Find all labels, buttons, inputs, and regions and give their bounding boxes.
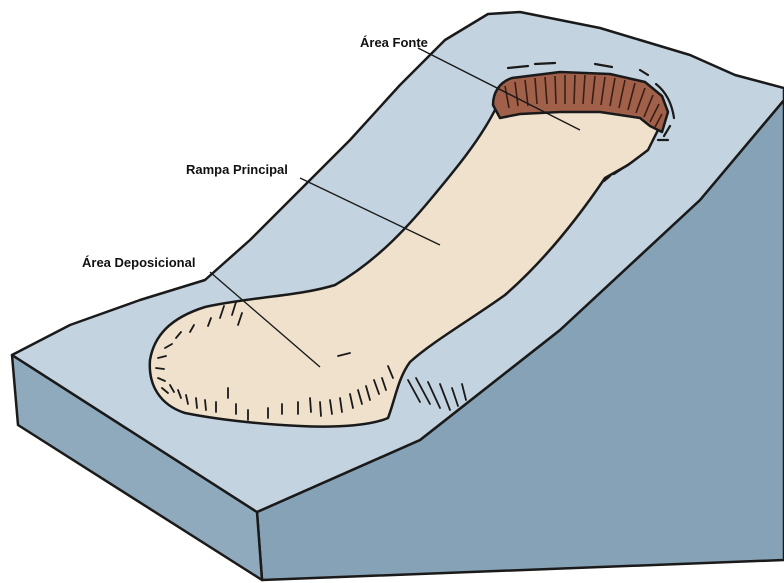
label-deposition-area: Área Deposicional — [82, 255, 195, 270]
label-source-area: Área Fonte — [360, 35, 428, 50]
label-main-track: Rampa Principal — [186, 162, 288, 177]
